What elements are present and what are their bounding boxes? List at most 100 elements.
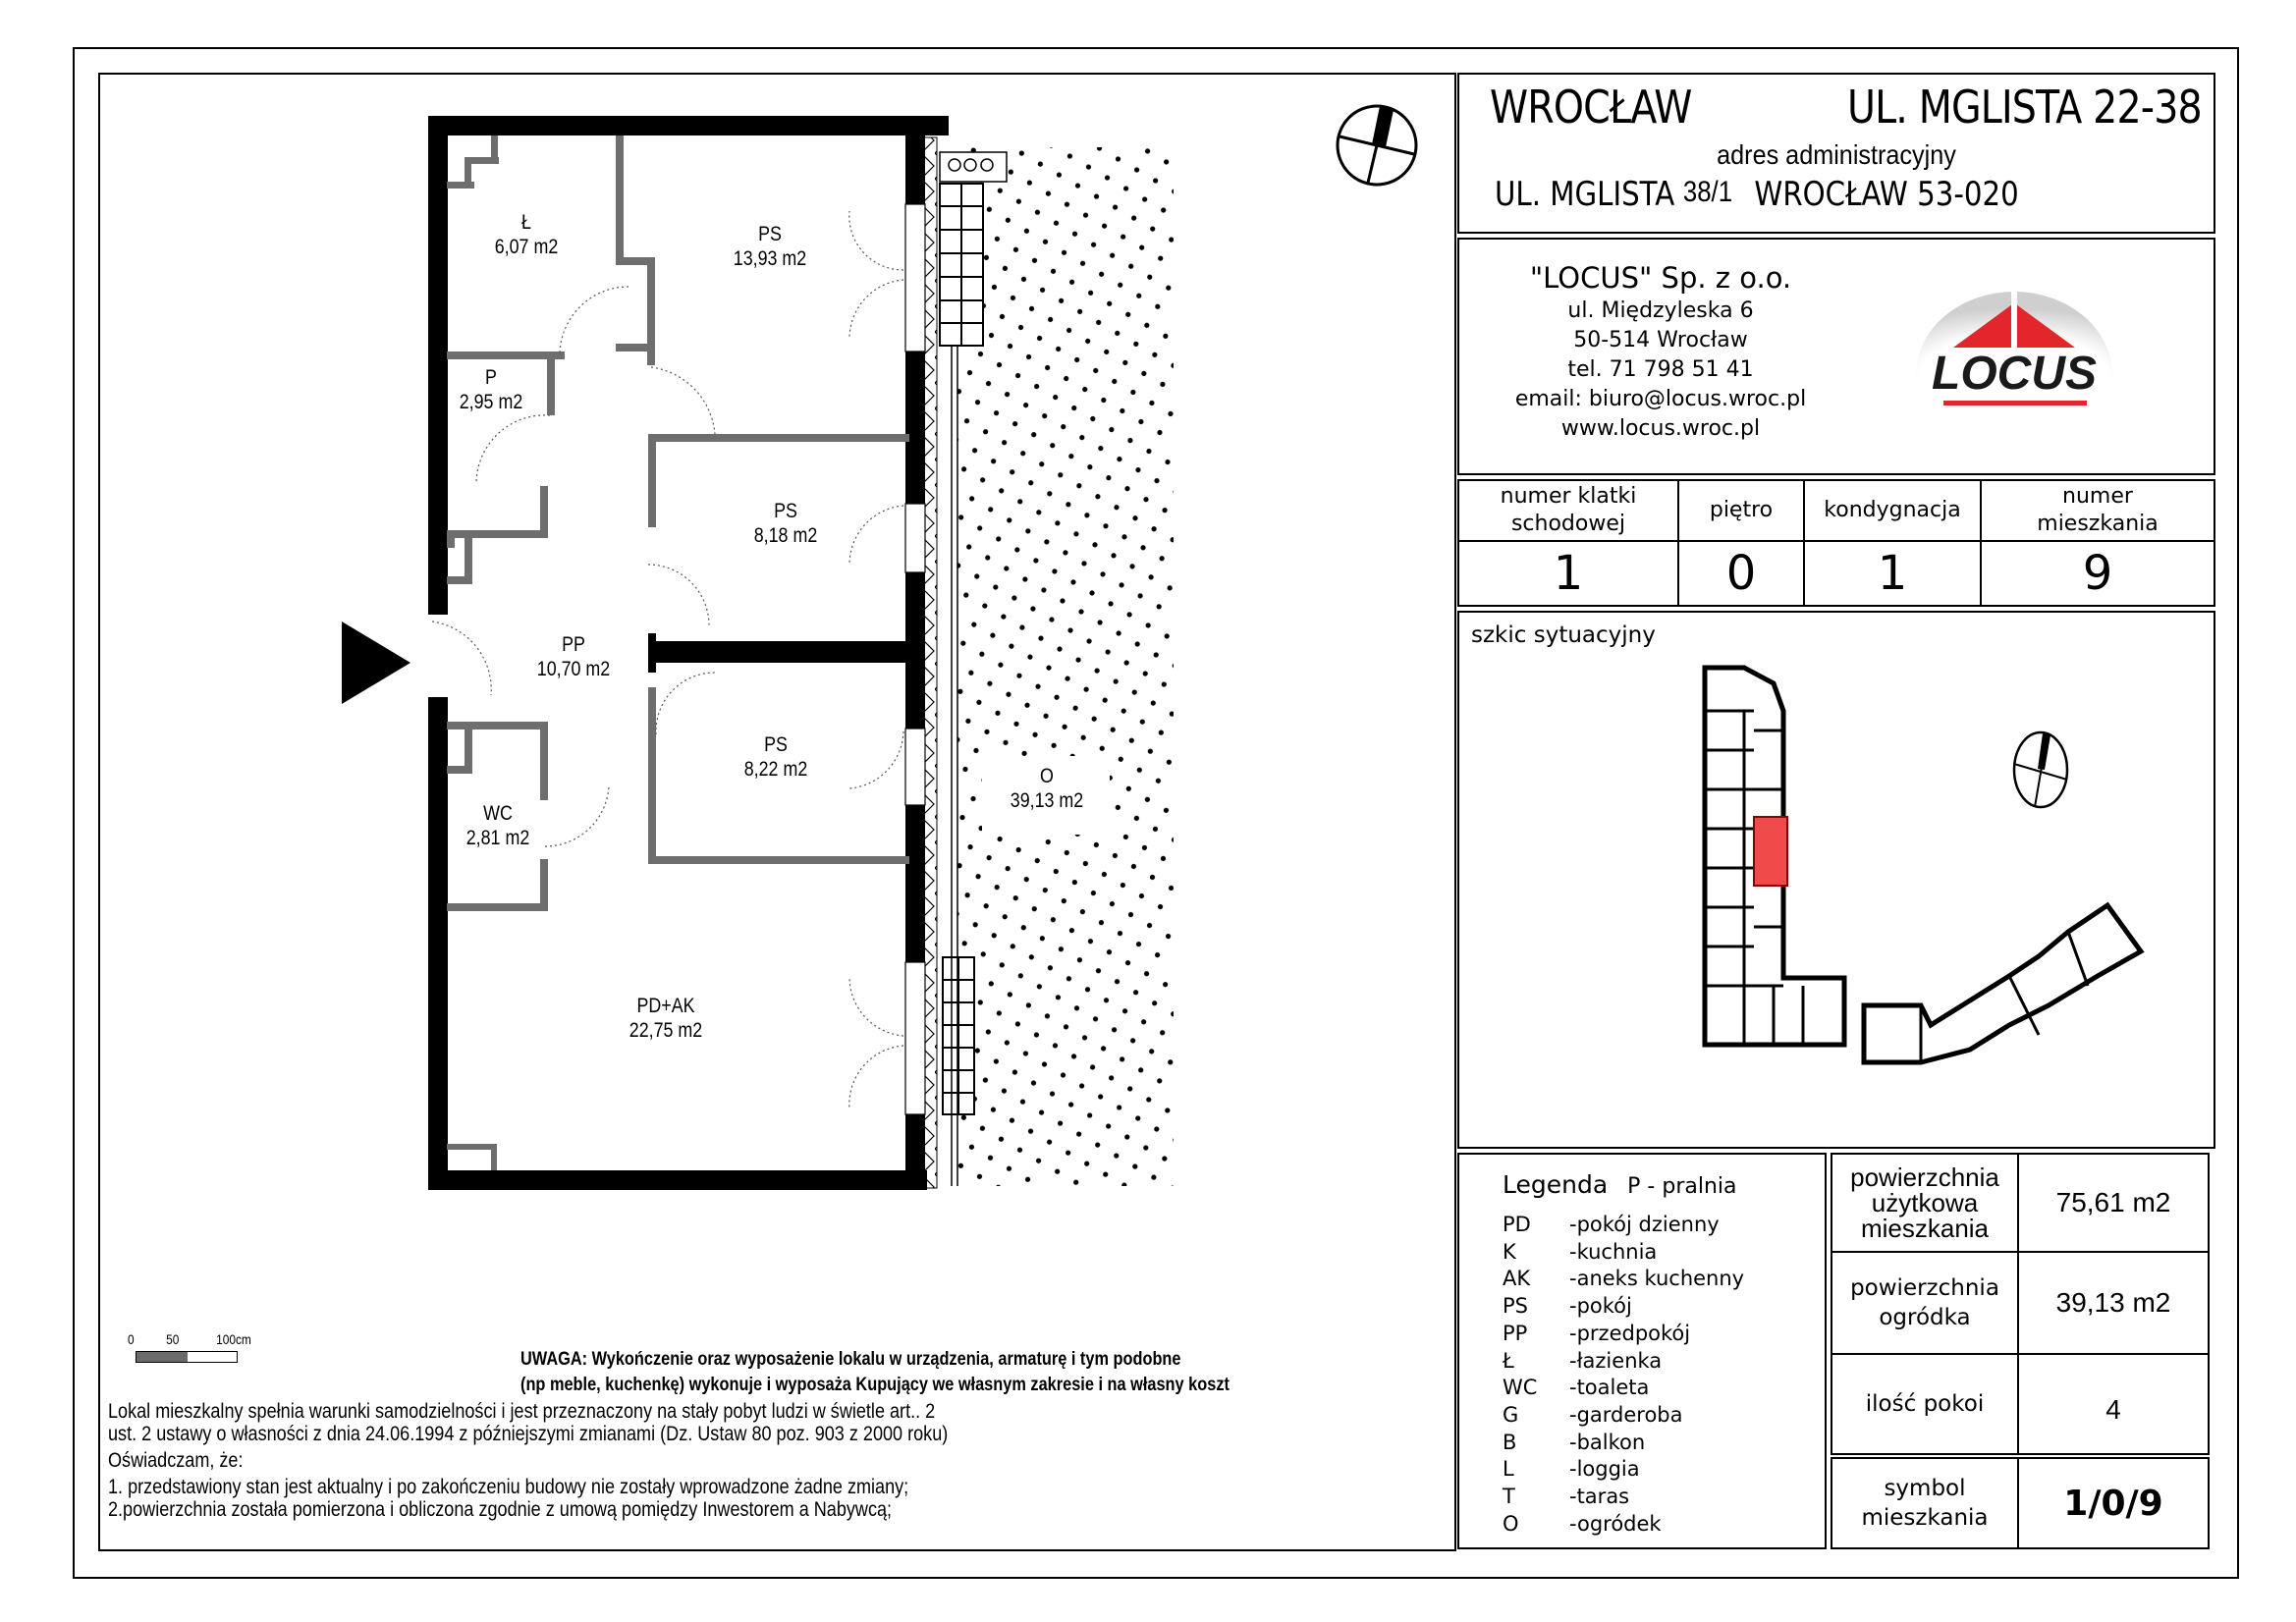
note-line: Lokal mieszkalny spełnia warunki samodzi… xyxy=(108,1400,936,1423)
room-area: 10,70 m2 xyxy=(536,658,611,680)
legend-item: PD -pokój dzienny xyxy=(1503,1212,1744,1239)
value-apartment-number: 9 xyxy=(2082,546,2113,601)
apartment-highlight xyxy=(1753,816,1788,887)
legend-item: PP -przedpokój xyxy=(1503,1321,1744,1348)
header-text: schodowej xyxy=(1510,512,1625,536)
room-label-laundry: P 2,95 m2 xyxy=(460,365,523,414)
windows xyxy=(904,203,926,1115)
north-compass-icon xyxy=(1336,104,1418,187)
legend-key: T xyxy=(1503,1485,1515,1509)
company-name: "LOCUS" Sp. z o.o. xyxy=(1529,261,1792,295)
street-title: UL. MGLISTA 22-38 xyxy=(1847,81,2203,134)
rooms-label: ilość pokoi xyxy=(1832,1355,2019,1453)
room-label-bedroom-3: PS 8,22 m2 xyxy=(744,732,808,782)
legend-desc: -aneks kuchenny xyxy=(1569,1267,1745,1291)
site-compass-icon xyxy=(2012,730,2069,809)
symbol-value: 1/0/9 xyxy=(2063,1483,2163,1524)
legend-key: Ł xyxy=(1503,1348,1514,1373)
room-area: 2,95 m2 xyxy=(459,391,523,413)
note-line: 2.powierzchnia została pomierzona i obli… xyxy=(108,1498,893,1521)
header-floor: piętro xyxy=(1679,481,1805,542)
header-text: numer klatki xyxy=(1500,484,1637,509)
label-line: mieszkania xyxy=(1861,1505,1989,1531)
label-line: powierzchnia xyxy=(1850,1275,1999,1301)
locus-logo: LOCUS xyxy=(1916,292,2112,406)
legend-desc: -taras xyxy=(1569,1485,1630,1509)
label-line: ilość pokoi xyxy=(1865,1391,1985,1417)
symbol-label: symbol mieszkania xyxy=(1832,1459,2019,1547)
legend-desc: -toaleta xyxy=(1569,1376,1650,1400)
room-label-living-kitchen: PD+AK 22,75 m2 xyxy=(629,994,702,1043)
company-email[interactable]: email: biuro@locus.wroc.pl xyxy=(1514,387,1807,411)
floor-plan xyxy=(342,104,1418,1190)
room-code: WC xyxy=(483,802,513,825)
room-code: PP xyxy=(562,633,585,656)
room-code: Ł xyxy=(521,211,531,234)
header-text: piętro xyxy=(1709,498,1774,522)
logo-text: LOCUS xyxy=(1932,348,2097,400)
garden-area-label: powierzchnia ogródka xyxy=(1832,1253,2019,1355)
legend-key: PS xyxy=(1503,1294,1528,1319)
warning-line: (np meble, kuchenkę) wykonuje i wyposaża… xyxy=(520,1375,1230,1395)
company-website[interactable]: www.locus.wroc.pl xyxy=(1560,416,1761,441)
legend-desc: -kuchnia xyxy=(1569,1239,1658,1264)
legend-desc: -loggia xyxy=(1569,1457,1640,1482)
scale-tick: 0 xyxy=(128,1331,135,1347)
room-code: PS xyxy=(764,733,788,756)
header-text: mieszkania xyxy=(2037,512,2159,536)
company-street: ul. Międzyleska 6 xyxy=(1567,298,1754,323)
site-sketch: szkic sytuacyjny xyxy=(1457,611,2215,1149)
site-sketch-title: szkic sytuacyjny xyxy=(1471,622,1656,648)
legend-desc: -przedpokój xyxy=(1569,1321,1691,1345)
garden-area-value: 39,13 m2 xyxy=(2019,1253,2208,1355)
legend-desc: -łazienka xyxy=(1569,1348,1663,1373)
room-label-bedroom-2: PS 8,18 m2 xyxy=(754,499,818,548)
room-label-garden: O 39,13 m2 xyxy=(1011,764,1083,813)
header-storey: kondygnacja xyxy=(1805,481,1982,542)
value-floor: 0 xyxy=(1679,542,1805,605)
legend-key: B xyxy=(1503,1430,1517,1454)
legend-key: WC xyxy=(1503,1376,1538,1400)
legend-key: K xyxy=(1503,1239,1516,1264)
site-plan-drawing xyxy=(1702,665,2145,1065)
label-line: symbol xyxy=(1884,1476,1966,1501)
scale-tick: 50 xyxy=(166,1331,180,1347)
apartment-info-table: numer klatki schodowej piętro kondygnacja… xyxy=(1457,479,2215,607)
legend-key: L xyxy=(1503,1457,1514,1482)
legend-list: PD -pokój dzienny K -kuchnia AK-aneks kuch… xyxy=(1503,1212,1744,1538)
door-swings xyxy=(431,210,904,1110)
finish-warning: UWAGA: Wykończenie oraz wyposażenie loka… xyxy=(520,1347,1230,1398)
room-code: PS xyxy=(758,223,782,245)
city-title: WROCŁAW xyxy=(1489,81,1692,134)
room-code: P xyxy=(485,366,497,389)
legend-item: WC -toaleta xyxy=(1503,1375,1744,1402)
legend-desc: -balkon xyxy=(1569,1430,1646,1454)
legend-item: AK-aneks kuchenny xyxy=(1503,1266,1744,1293)
legend-title: Legenda xyxy=(1503,1170,1609,1199)
legend-desc: -ogródek xyxy=(1569,1511,1662,1536)
legend-desc: -pokój xyxy=(1569,1294,1632,1319)
legend-key: PD xyxy=(1503,1213,1531,1236)
company-zip-city: 50-514 Wrocław xyxy=(1573,328,1748,352)
company-phone: tel. 71 798 51 41 xyxy=(1567,357,1754,382)
legend-item: L -loggia xyxy=(1503,1456,1744,1484)
legend-key: PP xyxy=(1503,1321,1528,1345)
plan-frame xyxy=(98,73,1456,1551)
room-area: 8,22 m2 xyxy=(743,758,808,781)
room-code: PD+AK xyxy=(636,995,695,1017)
entrance-arrow-icon xyxy=(342,622,410,704)
legend-desc: -pokój dzienny xyxy=(1569,1213,1720,1236)
warning-line: UWAGA: Wykończenie oraz wyposażenie loka… xyxy=(520,1349,1181,1370)
room-area: 39,13 m2 xyxy=(1010,789,1084,812)
exterior-walls xyxy=(428,116,949,1190)
room-code: PS xyxy=(774,500,797,522)
gravel-strip xyxy=(939,151,1008,1186)
rooms-value: 4 xyxy=(2105,1394,2121,1425)
scale-tick: 100cm xyxy=(216,1331,251,1347)
label-line: ogródka xyxy=(1879,1305,1971,1330)
label-line: użytkowa xyxy=(1871,1188,1979,1217)
legend-item: B -balkon xyxy=(1503,1430,1744,1457)
